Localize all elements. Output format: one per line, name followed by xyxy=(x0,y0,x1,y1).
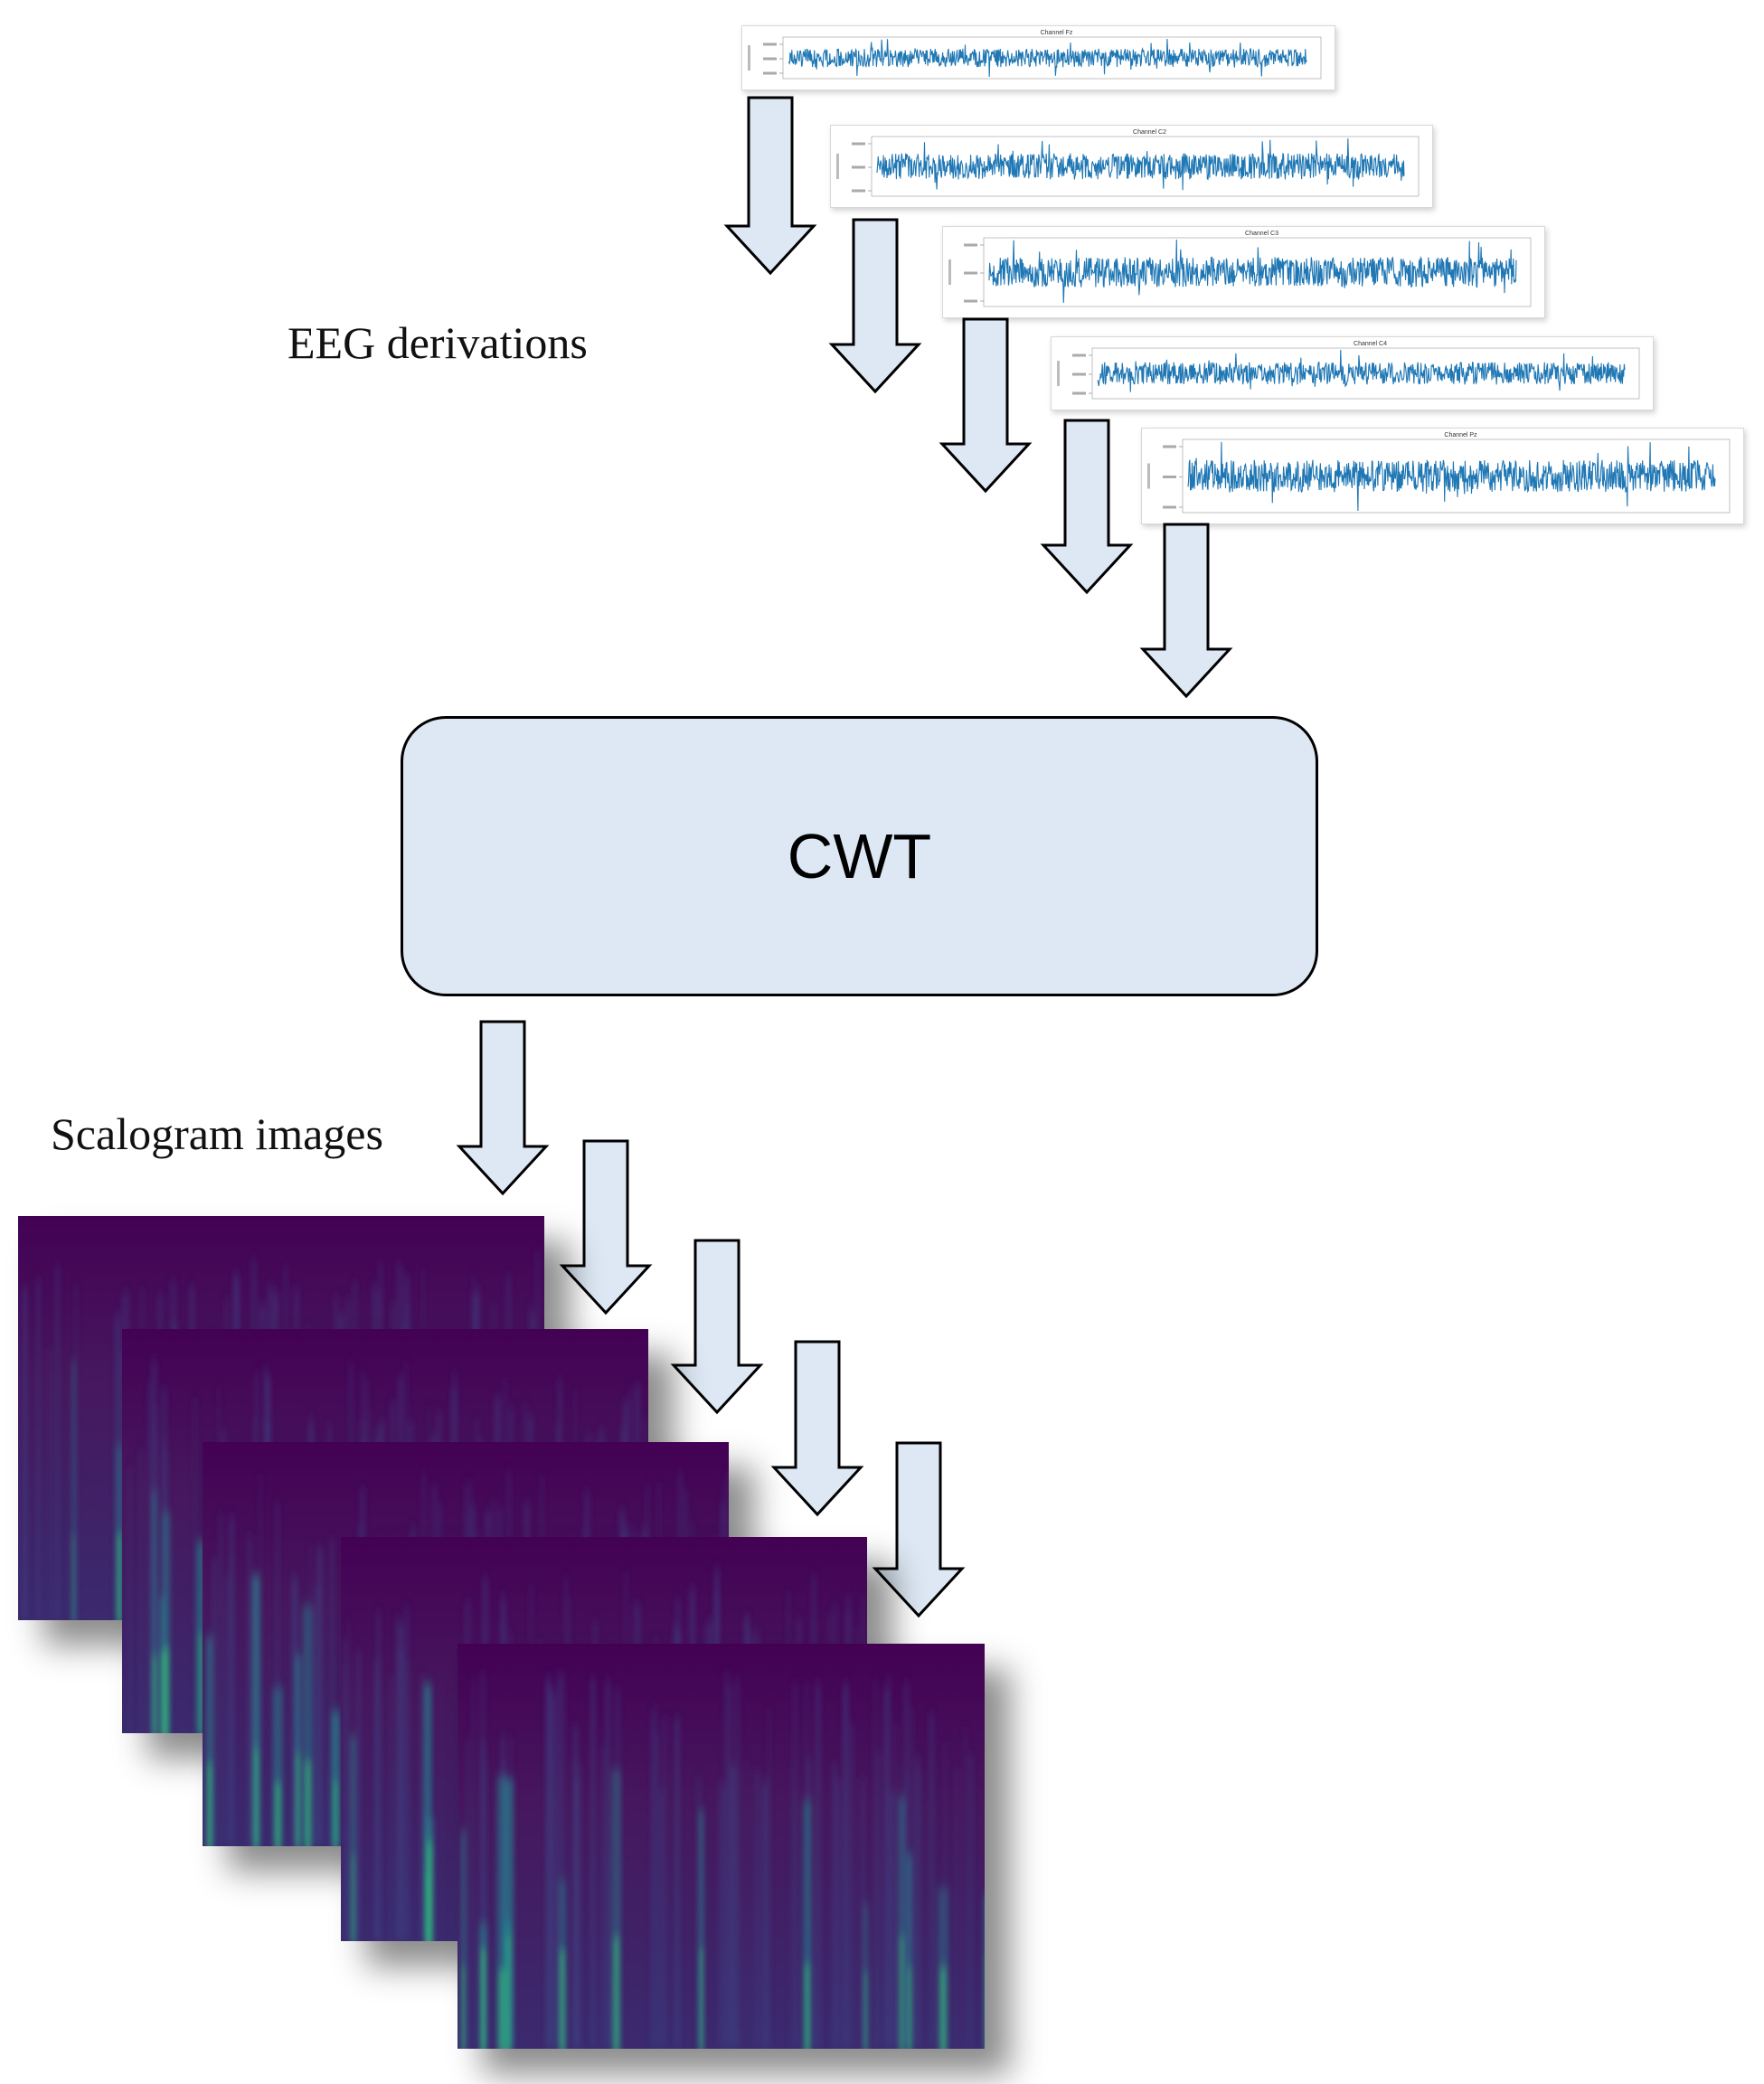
eeg-signal-trace xyxy=(1187,441,1716,512)
eeg-panel-title: Channel Fz xyxy=(1041,30,1073,36)
down-arrow-icon xyxy=(828,218,922,394)
eeg-derivations-label: EEG derivations xyxy=(288,317,588,368)
eeg-signal-trace xyxy=(1097,349,1626,392)
eeg-panel: Channel C4 xyxy=(1051,336,1654,410)
eeg-panel-title: Channel C3 xyxy=(1245,231,1278,237)
eeg-signal-trace xyxy=(788,38,1307,78)
scalogram-image xyxy=(458,1644,985,2049)
down-arrow-icon xyxy=(559,1139,653,1315)
eeg-panel-title: Channel Pz xyxy=(1444,432,1477,438)
down-arrow-icon xyxy=(1040,419,1134,595)
down-arrow-icon xyxy=(723,96,817,276)
eeg-panel: Channel C2 xyxy=(830,125,1433,208)
down-arrow-icon xyxy=(456,1020,550,1196)
eeg-panel-title: Channel C4 xyxy=(1354,341,1387,347)
cwt-block: CWT xyxy=(401,716,1318,996)
eeg-panel: Channel C3 xyxy=(942,226,1545,318)
down-arrow-icon xyxy=(872,1441,966,1618)
eeg-panel-title: Channel C2 xyxy=(1133,129,1166,136)
scalogram-images-label: Scalogram images xyxy=(51,1108,383,1159)
eeg-signal-trace xyxy=(876,138,1405,191)
eeg-panel: Channel Pz xyxy=(1141,428,1744,524)
down-arrow-icon xyxy=(670,1239,764,1415)
down-arrow-icon xyxy=(1139,523,1233,699)
eeg-signal-trace xyxy=(988,239,1517,303)
eeg-panel: Channel Fz xyxy=(741,25,1335,90)
down-arrow-icon xyxy=(770,1340,864,1517)
down-arrow-icon xyxy=(939,317,1033,494)
cwt-label: CWT xyxy=(787,821,932,891)
